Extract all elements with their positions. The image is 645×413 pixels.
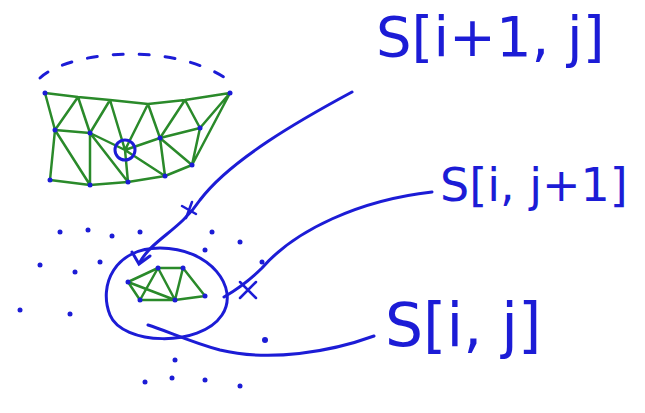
point-cloud	[18, 228, 269, 389]
leader-line	[148, 325, 374, 355]
upper-mesh	[45, 93, 230, 185]
index-label: S[i, j]	[385, 292, 541, 358]
leader-line	[224, 192, 432, 297]
lower-mesh	[128, 268, 205, 300]
leader-line	[140, 92, 352, 262]
selected-vertex	[115, 140, 135, 160]
leader-tip	[132, 252, 150, 264]
mesh-vertices	[43, 91, 233, 188]
cross-mark	[182, 202, 196, 218]
index-label: S[i, j+1]	[440, 160, 628, 211]
cross-mark	[240, 282, 256, 298]
selection-ellipse	[106, 248, 227, 339]
lower-vertices	[126, 266, 208, 303]
index-label: S[i+1, j]	[376, 6, 605, 68]
dashed-rim	[40, 54, 235, 85]
